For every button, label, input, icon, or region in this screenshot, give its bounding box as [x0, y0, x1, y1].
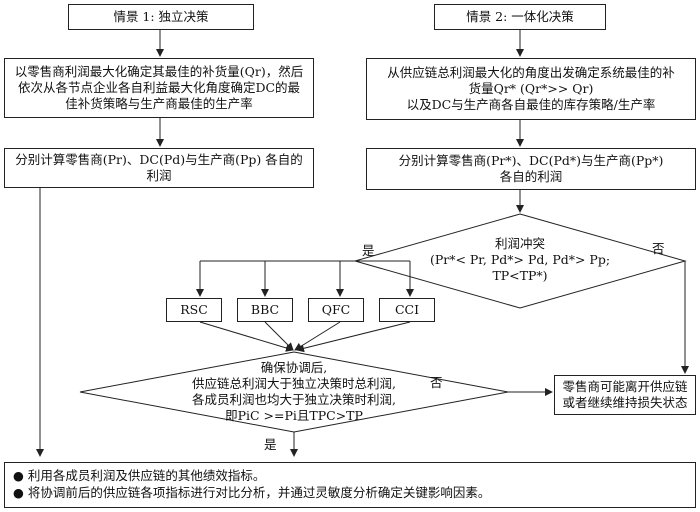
scenario1-step1-line: 佳补货策略与生产商最佳的生产率: [65, 96, 253, 111]
conflict-diamond: [353, 213, 687, 309]
footer-box: ● 利用各成员利润及供应链的其他绩效指标。 ● 将协调前后的供应链各项指标进行对…: [4, 462, 696, 508]
coordination-line: 供应链总利润大于独立决策时总利润,: [192, 376, 396, 391]
footer-item: ● 利用各成员利润及供应链的其他绩效指标。: [13, 468, 266, 483]
scenario1-step1-line: 依次从各节点企业各自利益最大化角度确定DC的最: [17, 80, 301, 95]
no-label-conflict: 否: [652, 241, 665, 256]
yes-label-coordination: 是: [264, 437, 277, 452]
scenario1-title: 情景 1: 独立决策: [113, 9, 209, 24]
mechanism-label: RSC: [180, 302, 208, 317]
conflict-line: 利润冲突: [494, 236, 545, 251]
scenario2-step1-line: 货量Qr* (Qr*>> Qr): [468, 81, 594, 96]
mechanism-rsc-box: RSC: [166, 298, 222, 322]
mechanism-qfc-box: QFC: [308, 298, 364, 322]
exit-box: 零售商可能离开供应链 或者继续维持损失状态: [554, 375, 696, 415]
coordination-line: 确保协调后,: [260, 360, 328, 375]
conflict-line: (Pr*< Pr, Pd*> Pd, Pd*> Pp;: [429, 252, 611, 267]
scenario2-step1-box: 从供应链总利润最大化的角度出发确定系统最佳的补 货量Qr* (Qr*>> Qr)…: [366, 58, 696, 120]
scenario2-step2-line: 各自的利润: [499, 169, 563, 184]
coordination-line: 即PiC >=Pi且TPC>TP: [225, 408, 363, 423]
mechanism-label: BBC: [250, 302, 280, 317]
scenario2-step2-line: 分别计算零售商(Pr*)、DC(Pd*)与生产商(Pp*): [398, 153, 664, 168]
scenario2-step2-box: 分别计算零售商(Pr*)、DC(Pd*)与生产商(Pp*) 各自的利润: [366, 148, 696, 190]
coordination-text: 确保协调后, 供应链总利润大于独立决策时总利润, 各成员利润也均大于独立决策时利…: [164, 360, 424, 424]
scenario1-step1-box: 以零售商利润最大化确定其最佳的补货量(Qr)，然后 依次从各节点企业各自利益最大…: [4, 58, 314, 118]
scenario2-step1-line: 以及DC与生产商各自最佳的库存策略/生产率: [406, 97, 656, 112]
exit-line: 零售商可能离开供应链: [562, 379, 688, 394]
scenario2-title-box: 情景 2: 一体化决策: [434, 4, 606, 30]
exit-line: 或者继续维持损失状态: [562, 395, 688, 410]
mechanism-cci-box: CCI: [379, 298, 435, 322]
scenario1-step1-line: 以零售商利润最大化确定其最佳的补货量(Qr)，然后: [14, 64, 304, 79]
footer-item: ● 将协调前后的供应链各项指标进行对比分析，并通过灵敏度分析确定关键影响因素。: [13, 485, 491, 500]
coordination-line: 各成员利润也均大于独立决策时利润,: [192, 392, 396, 407]
scenario2-step1-line: 从供应链总利润最大化的角度出发确定系统最佳的补: [387, 65, 675, 80]
no-label-coordination: 否: [430, 375, 443, 390]
conflict-text: 利润冲突 (Pr*< Pr, Pd*> Pd, Pd*> Pp; TP<TP*): [420, 236, 620, 284]
scenario1-step2-box: 分别计算零售商(Pr)、DC(Pd)与生产商(Pp) 各自的利润: [4, 148, 314, 188]
conflict-line: TP<TP*): [492, 268, 548, 283]
scenario1-step2: 分别计算零售商(Pr)、DC(Pd)与生产商(Pp) 各自的利润: [15, 152, 303, 183]
scenario1-title-box: 情景 1: 独立决策: [68, 4, 254, 30]
mechanism-label: CCI: [394, 302, 420, 317]
mechanism-bbc-box: BBC: [237, 298, 293, 322]
mechanism-label: QFC: [321, 302, 351, 317]
yes-label-conflict: 是: [362, 243, 375, 258]
scenario2-title: 情景 2: 一体化决策: [466, 9, 574, 24]
